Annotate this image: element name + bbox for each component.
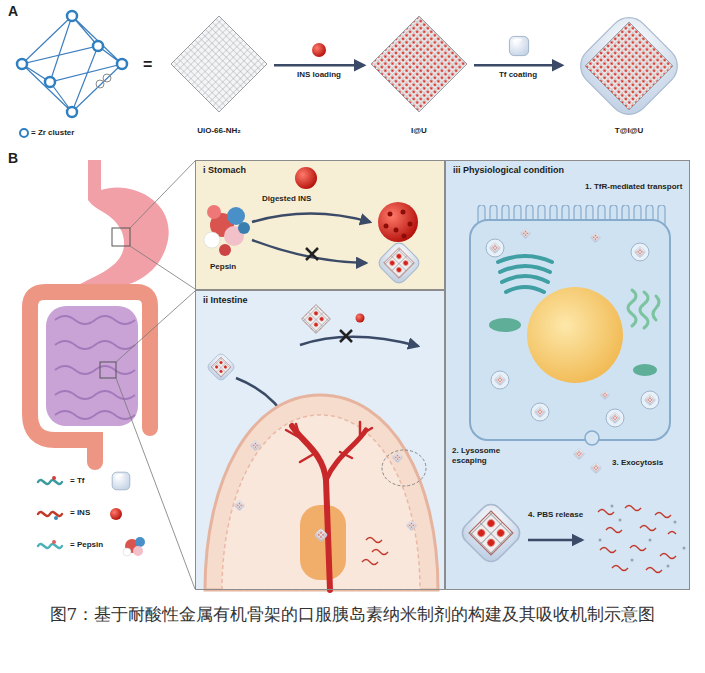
legend-text: = INS	[70, 508, 90, 517]
arrow-label: Tf coating	[499, 70, 537, 79]
panel-heading: i Stomach	[196, 161, 444, 175]
panel-box: ii Intestine	[195, 290, 445, 590]
panel-heading: ii Intestine	[196, 291, 444, 305]
figure-caption: 图7：基于耐酸性金属有机骨架的口服胰岛素纳米制剂的构建及其吸收机制示意图	[40, 600, 665, 630]
structure-figure: UiO-66-NH₂	[166, 12, 272, 136]
legend-text: = Tf	[70, 476, 84, 485]
structure-figure: I@U	[366, 12, 472, 136]
structure-label: T@I@U	[615, 126, 644, 136]
panel-letter: B	[8, 150, 18, 167]
process-arrow	[274, 64, 364, 67]
annotation: 4. PBS release	[528, 510, 584, 520]
process-arrow	[474, 64, 562, 67]
arrow-label: INS loading	[297, 70, 341, 79]
annotation: Digested INS	[262, 194, 311, 204]
legend-text: = Pepsin	[70, 540, 103, 549]
panel-box: iii Physiological condition	[445, 160, 690, 590]
legend-text: = Zr cluster	[31, 128, 74, 137]
annotation: 2. Lysosome escaping	[452, 446, 532, 465]
equals-sign: =	[143, 55, 152, 74]
annotation: Pepsin	[210, 262, 236, 272]
annotation: 3. Exocytosis	[612, 458, 663, 468]
panel-letter: A	[8, 3, 18, 20]
annotation: 1. TfR-mediated transport	[585, 182, 683, 192]
structure-figure: T@I@U	[564, 8, 694, 136]
structure-label: I@U	[411, 126, 427, 136]
panel-heading: iii Physiological condition	[446, 161, 689, 175]
structure-label: UiO-66-NH₂	[197, 126, 241, 136]
